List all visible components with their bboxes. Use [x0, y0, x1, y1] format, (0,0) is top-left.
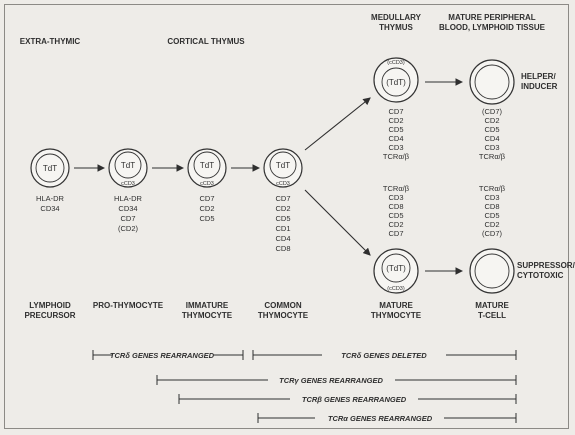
label-thymocyte: THYMOCYTE: [258, 311, 309, 320]
ccd3-label: cCD3: [276, 181, 290, 187]
marker-tcr-ab: TCRα/β: [383, 184, 410, 193]
header-mature-peripheral-1: MATURE PERIPHERAL: [448, 13, 536, 22]
marker-cd5: CD5: [388, 125, 403, 134]
marker-cd5: CD5: [275, 214, 290, 223]
marker-cd4: CD4: [388, 134, 403, 143]
suppressor-label-2: CYTOTOXIC: [517, 271, 564, 280]
marker-cd2: (CD2): [118, 224, 139, 233]
marker-cd3: CD3: [484, 143, 499, 152]
cell-lymphoid-precursor: [30, 148, 70, 188]
arrow-common-to-medullary-upper: [304, 97, 371, 151]
cell-common-thymocyte: [263, 148, 303, 188]
cell-suppressor-cytotoxic: [469, 248, 515, 294]
figure-frame: [4, 4, 569, 429]
helper-label-1: HELPER/: [521, 72, 556, 81]
suppressor-label-1: SUPPRESSOR/: [517, 261, 575, 270]
marker-tcr-ab: TCRα/β: [479, 152, 506, 161]
marker-cd3: CD3: [388, 193, 403, 202]
ccd3-label: cCD3: [200, 181, 214, 187]
marker-cd7: CD7: [120, 214, 135, 223]
marker-cd2: CD2: [199, 204, 214, 213]
label-immature: IMMATURE: [186, 301, 229, 310]
label-pro-thymocyte: PRO-THYMOCYTE: [93, 301, 164, 310]
ccd3-label: (cCD3): [387, 286, 405, 292]
label-t-cell: T-CELL: [478, 311, 506, 320]
tdt-label: TdT: [43, 164, 57, 173]
cell-pro-thymocyte: [108, 148, 148, 188]
marker-cd7: (CD7): [482, 107, 503, 116]
gene-bars: [92, 350, 517, 423]
marker-cd8: CD8: [388, 202, 403, 211]
header-cortical-thymus: CORTICAL THYMUS: [167, 37, 245, 46]
marker-cd8: CD8: [275, 244, 290, 253]
marker-cd8: CD8: [484, 202, 499, 211]
tdt-label: (TdT): [386, 264, 406, 273]
differentiation-arrows: [74, 78, 464, 275]
marker-cd5: CD5: [199, 214, 214, 223]
cell-medullary-lower: [373, 248, 419, 294]
marker-cd7: CD7: [275, 194, 290, 203]
marker-cd5: CD5: [484, 211, 499, 220]
helper-label-2: INDUCER: [521, 82, 558, 91]
label-lymphoid: LYMPHOID: [29, 301, 71, 310]
arrow-common-to-medullary-lower: [304, 189, 371, 256]
marker-cd34: CD34: [40, 204, 59, 213]
marker-hla-dr: HLA-DR: [114, 194, 143, 203]
tdt-label: (TdT): [386, 78, 406, 87]
marker-cd2: CD2: [484, 116, 499, 125]
marker-cd2: CD2: [275, 204, 290, 213]
marker-cd3: CD3: [388, 143, 403, 152]
marker-cd7: (CD7): [482, 229, 503, 238]
marker-cd7: CD7: [388, 229, 403, 238]
label-thymocyte: THYMOCYTE: [371, 311, 422, 320]
marker-cd2: CD2: [388, 116, 403, 125]
ccd3-label: (cCD3): [387, 60, 405, 66]
marker-cd7: CD7: [199, 194, 214, 203]
marker-cd5: CD5: [388, 211, 403, 220]
label-mature: MATURE: [379, 301, 413, 310]
tdt-label: TdT: [276, 161, 290, 170]
marker-tcr-ab: TCRα/β: [383, 152, 410, 161]
cell-helper-inducer: [469, 59, 515, 105]
cell-medullary-upper: [373, 57, 419, 103]
marker-cd2: CD2: [388, 220, 403, 229]
header-medullary-thymus-1: MEDULLARY: [371, 13, 422, 22]
header-extra-thymic: EXTRA-THYMIC: [20, 37, 81, 46]
header-medullary-thymus-2: THYMUS: [379, 23, 413, 32]
bar-label-delta-rearranged: TCRδ GENES REARRANGED: [110, 351, 215, 360]
marker-tcr-ab: TCRα/β: [479, 184, 506, 193]
bar-label-gamma-rearranged: TCRγ GENES REARRANGED: [279, 376, 383, 385]
label-common: COMMON: [264, 301, 302, 310]
ccd3-label: cCD3: [121, 181, 135, 187]
marker-cd3: CD3: [484, 193, 499, 202]
tdt-label: TdT: [200, 161, 214, 170]
marker-cd4: CD4: [275, 234, 290, 243]
cell-immature-thymocyte: [187, 148, 227, 188]
marker-cd2: CD2: [484, 220, 499, 229]
marker-cd4: CD4: [484, 134, 499, 143]
marker-cd34: CD34: [118, 204, 137, 213]
tdt-label: TdT: [121, 161, 135, 170]
marker-cd1: CD1: [275, 224, 290, 233]
marker-cd7: CD7: [388, 107, 403, 116]
label-thymocyte: THYMOCYTE: [182, 311, 233, 320]
bar-label-beta-rearranged: TCRβ GENES REARRANGED: [302, 395, 407, 404]
label-mature: MATURE: [475, 301, 509, 310]
marker-cd5: CD5: [484, 125, 499, 134]
marker-hla-dr: HLA-DR: [36, 194, 65, 203]
header-mature-peripheral-2: BLOOD, LYMPHOID TISSUE: [439, 23, 546, 32]
bar-label-delta-deleted: TCRδ GENES DELETED: [341, 351, 427, 360]
bar-label-alpha-rearranged: TCRα GENES REARRANGED: [328, 414, 433, 423]
label-precursor: PRECURSOR: [24, 311, 75, 320]
